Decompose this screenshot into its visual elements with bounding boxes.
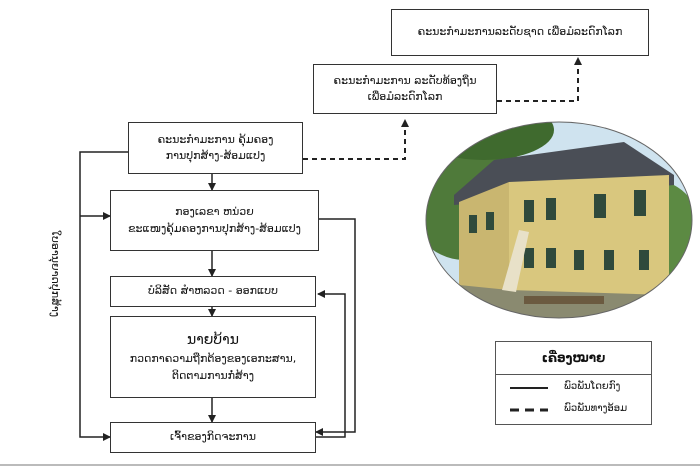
legend-dashed-label: ພົວພັນທາງອ້ອມ bbox=[564, 403, 628, 414]
bottom-rule bbox=[0, 464, 700, 466]
national-committee-label: ຄະນະກໍາມະການລະດັບຊາດ ເພື່ອມໍລະດົກໂລກ bbox=[417, 25, 623, 39]
dashed-line-swatch bbox=[510, 408, 548, 412]
legend-solid-label: ພົວພັນໂດຍກົງ bbox=[564, 381, 621, 392]
dashed-link-local-to-construction bbox=[296, 119, 409, 163]
legend-row-solid: ພົວພັນໂດຍກົງ bbox=[496, 378, 651, 398]
secretariat-box: ກອງເລຂາ ຫນ່ວຍ ຂະແໜງຄຸ້ມຄອງການປຸກສ້າງ-ສ້ອ… bbox=[110, 190, 319, 251]
heritage-house-photo bbox=[425, 121, 693, 319]
engineer-box: ບໍລິສັດ ສໍາຫລວດ - ອອກແບບ bbox=[110, 276, 316, 307]
legend-title: ເຄື່ອງໝາຍ bbox=[496, 342, 651, 375]
legend: ເຄື່ອງໝາຍ ພົວພັນໂດຍກົງ ພົວພັນທາງອ້ອມ bbox=[495, 341, 652, 425]
permit-side-label: ໃບອານຸຍາດປຸກສ້າງ bbox=[49, 230, 62, 318]
owner-box: ເຈົ້າຂອງກິດຈະການ bbox=[110, 422, 316, 453]
construction-committee-label-2: ການປຸກສ້າງ-ສ້ອມແປງ bbox=[165, 149, 266, 162]
village-chief-line-3: ຕິດຕາມການກໍ່ສ້າງ bbox=[171, 368, 255, 382]
national-committee-box: ຄະນະກໍາມະການລະດັບຊາດ ເພື່ອມໍລະດົກໂລກ bbox=[391, 9, 649, 56]
village-chief-box: ນາຍບ້ານ ກວດກາຄວາມຖືກຕ້ອງຂອງເອກະສານ, ຕິດຕ… bbox=[110, 316, 316, 398]
construction-committee-label-1: ຄະນະກໍາມະການ ຄຸ້ມຄອງ bbox=[157, 132, 274, 146]
engineer-label: ບໍລິສັດ ສໍາຫລວດ - ອອກແບບ bbox=[148, 284, 278, 298]
local-committee-box: ຄະນະກໍາມະການ ລະດັບທ້ອງຖິ່ນ ເພື່ອມໍລະດົກໂ… bbox=[313, 64, 497, 114]
link-secretariat-return bbox=[315, 218, 356, 436]
solid-line-swatch bbox=[510, 387, 548, 389]
construction-committee-box: ຄະນະກໍາມະການ ຄຸ້ມຄອງ ການປຸກສ້າງ-ສ້ອມແປງ bbox=[128, 122, 303, 174]
link-engineer-return bbox=[316, 290, 346, 438]
legend-row-dashed: ພົວພັນທາງອ້ອມ bbox=[496, 400, 651, 420]
local-committee-label-2: ເພື່ອມໍລະດົກໂລກ bbox=[367, 90, 443, 103]
village-chief-line-2: ກວດກາຄວາມຖືກຕ້ອງຂອງເອກະສານ, bbox=[129, 352, 297, 365]
secretariat-label-1: ກອງເລຂາ ຫນ່ວຍ bbox=[175, 205, 254, 218]
secretariat-label-2: ຂະແໜງຄຸ້ມຄອງການປຸກສ້າງ-ສ້ອມແປງ bbox=[127, 221, 301, 235]
dashed-link-local-to-national bbox=[490, 57, 582, 105]
owner-label: ເຈົ້າຂອງກິດຈະການ bbox=[170, 430, 256, 444]
village-chief-title: ນາຍບ້ານ bbox=[187, 332, 239, 348]
link-permit-loop bbox=[79, 151, 128, 441]
local-committee-label-1: ຄະນະກໍາມະການ ລະດັບທ້ອງຖິ່ນ bbox=[333, 73, 477, 87]
